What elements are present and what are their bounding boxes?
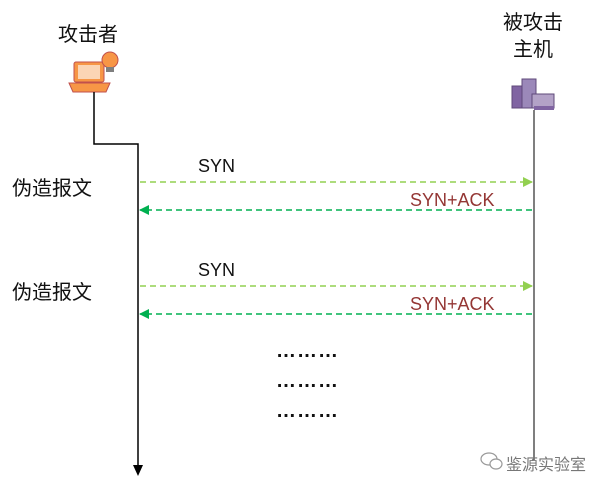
ellipsis-3: ………	[276, 400, 339, 422]
syn-label-1: SYN	[198, 156, 236, 176]
attacker-lifeline	[93, 92, 143, 476]
forged-packet-label-2: 伪造报文	[12, 280, 92, 304]
syn-label-2: SYN	[198, 260, 236, 280]
synack-label-2: SYN+ACK	[410, 294, 495, 314]
building-icon	[511, 78, 555, 110]
watermark-text: 鉴源实验室	[506, 455, 587, 474]
forged-packet-label-1: 伪造报文	[12, 176, 92, 200]
laptop-with-bulb-icon	[68, 51, 119, 93]
attacker-label: 攻击者	[58, 22, 118, 46]
synack-label-1: SYN+ACK	[410, 190, 495, 210]
ellipsis-1: ………	[276, 340, 339, 362]
victim-label-line1: 被攻击	[503, 10, 563, 34]
victim-label-line2: 主机	[513, 37, 553, 61]
ellipsis-2: ………	[276, 370, 339, 392]
wechat-icon	[480, 452, 503, 470]
